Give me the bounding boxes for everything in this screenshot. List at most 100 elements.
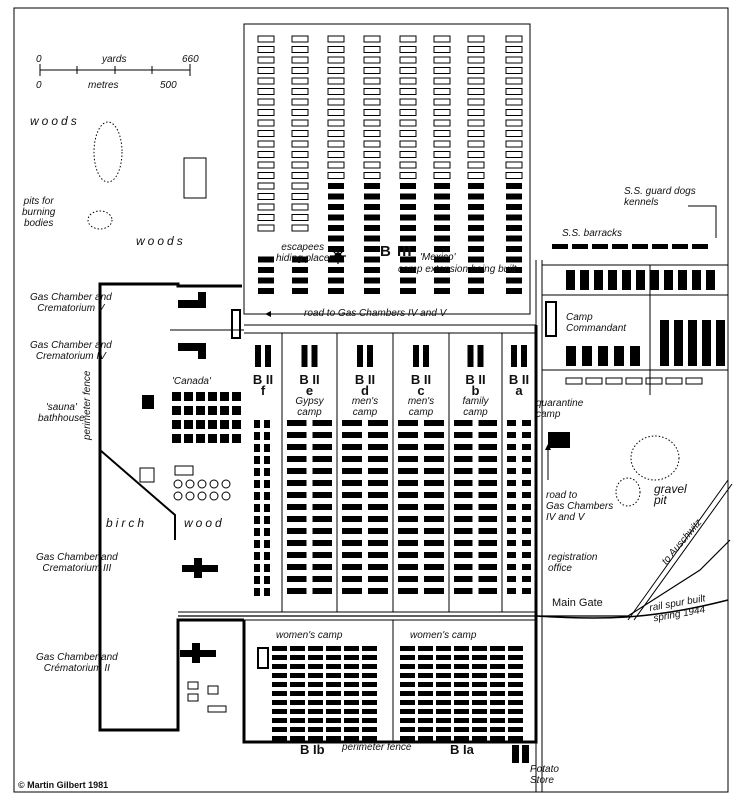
- womens-hut: [326, 691, 341, 696]
- bii-hut: [454, 468, 473, 474]
- bii-hut: [398, 564, 418, 570]
- womens-hut: [290, 700, 305, 705]
- womens-hut: [344, 718, 359, 723]
- womens-hut: [400, 655, 415, 660]
- biii-hut: [506, 235, 522, 242]
- ss-barrack: [552, 244, 568, 249]
- womens-hut: [326, 727, 341, 732]
- womens-hut: [272, 691, 287, 696]
- label-camp-commandant: Camp Commandant: [566, 312, 627, 334]
- bii-hut: [368, 420, 388, 426]
- canada-barrack: [172, 406, 181, 415]
- bii-hut: [478, 588, 497, 594]
- biii-hut: [257, 172, 275, 179]
- bii-hut: [254, 480, 260, 488]
- bii-hut: [312, 588, 332, 594]
- sauna-building: [142, 395, 154, 409]
- bii-hut: [312, 576, 332, 582]
- biii-hut: [505, 46, 523, 53]
- womens-hut: [490, 664, 505, 669]
- biii-hut: [399, 77, 417, 85]
- bii-hut: [287, 480, 307, 486]
- biii-hut: [468, 246, 484, 252]
- biii-hut: [468, 214, 484, 221]
- womens-hut: [508, 646, 523, 651]
- bii-hut: [312, 420, 332, 426]
- label-bla: B Ia: [450, 742, 474, 757]
- bii-hut: [264, 432, 270, 440]
- biii-hut: [505, 35, 523, 43]
- biii-hut: [433, 98, 451, 106]
- bii-hut: [467, 345, 474, 367]
- bii-hut: [264, 516, 270, 524]
- biii-hut: [291, 56, 309, 64]
- biii-hut: [399, 109, 417, 116]
- label-mexico: 'Mexico': [420, 252, 456, 263]
- biii-hut: [399, 88, 417, 95]
- womens-hut: [472, 682, 487, 687]
- biii-hut: [468, 183, 484, 189]
- bii-hut: [424, 588, 444, 594]
- biii-hut: [363, 161, 381, 169]
- bii-hut: [368, 528, 388, 534]
- biii-hut: [400, 225, 416, 231]
- womens-hut: [472, 664, 487, 669]
- section-sub: Gypsy camp: [295, 396, 324, 418]
- ss-barrack: [622, 270, 631, 290]
- womens-hut: [290, 691, 305, 696]
- inner-fence: [99, 449, 176, 540]
- biii-hut: [364, 214, 380, 221]
- biii-hut: [505, 119, 523, 127]
- biii-hut: [257, 35, 275, 43]
- bii-hut: [254, 564, 260, 572]
- biii-hut: [467, 119, 485, 127]
- biii-hut: [434, 204, 450, 210]
- womens-hut: [472, 727, 487, 732]
- canada-barrack: [172, 420, 181, 429]
- womens-hut: [490, 655, 505, 660]
- biii-hut: [364, 193, 380, 200]
- bii-hut: [424, 552, 444, 558]
- biii-hut: [257, 109, 275, 116]
- biii-hut: [257, 182, 275, 190]
- bii-hut: [454, 432, 473, 438]
- womens-hut: [436, 664, 451, 669]
- womens-hut: [326, 673, 341, 678]
- biii-hut: [258, 288, 274, 294]
- bii-hut: [398, 468, 418, 474]
- biii-hut: [257, 151, 275, 158]
- biii-hut: [328, 235, 344, 242]
- bii-hut: [507, 492, 516, 498]
- womens-hut: [472, 691, 487, 696]
- section-sub: men's camp: [351, 396, 379, 418]
- bii-hut: [454, 480, 473, 486]
- womens-hut: [344, 682, 359, 687]
- bii-hut: [264, 456, 270, 464]
- biii-hut: [400, 256, 416, 263]
- ss-barrack: [598, 346, 608, 366]
- biii-hut: [291, 77, 309, 85]
- bii-hut: [368, 516, 388, 522]
- bii-hut: [423, 345, 429, 367]
- bii-hut: [478, 564, 497, 570]
- womens-hut: [472, 700, 487, 705]
- womens-hut: [418, 709, 433, 714]
- biii-hut: [363, 172, 381, 179]
- small-building: [139, 467, 155, 483]
- ss-barrack: [692, 270, 701, 290]
- biii-hut: [327, 77, 345, 85]
- womens-hut: [400, 727, 415, 732]
- biii-hut: [506, 256, 522, 263]
- label-perimeter-fence: perimeter fence: [342, 742, 412, 753]
- biii-hut: [364, 288, 380, 294]
- womens-hut: [454, 691, 469, 696]
- bii-hut: [312, 456, 332, 462]
- womens-hut: [454, 718, 469, 723]
- biii-hut: [433, 35, 451, 43]
- label-main-gate: Main Gate: [552, 597, 603, 609]
- canada-barrack: [208, 420, 217, 429]
- womens-hut: [290, 673, 305, 678]
- canada-barrack: [220, 392, 229, 401]
- label-birch: birch: [106, 516, 148, 530]
